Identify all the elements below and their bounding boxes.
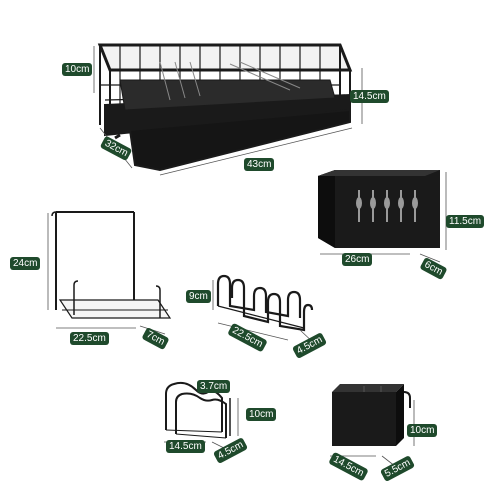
- main-rack-height-label: 10cm: [62, 63, 93, 76]
- lid-holder-width-label: 14.5cm: [166, 440, 205, 453]
- main-rack-total-height-label: 14.5cm: [350, 90, 389, 103]
- lid-holder-height-label: 10cm: [246, 408, 277, 421]
- cutlery-holder: [318, 170, 440, 248]
- cutlery-holder-height-label: 11.5cm: [446, 215, 485, 228]
- plate-rack: [216, 274, 314, 332]
- plate-rack-height-label: 9cm: [186, 290, 211, 303]
- cutting-board-rack: [51, 211, 172, 319]
- cutlery-holder-width-label: 26cm: [342, 253, 373, 266]
- board-rack-height-label: 24cm: [10, 257, 41, 270]
- cup-holder-height-label: 10cm: [407, 424, 438, 437]
- main-dish-rack: [97, 43, 353, 172]
- cup-holder: [332, 384, 411, 446]
- board-rack-width-label: 22.5cm: [70, 332, 109, 345]
- lid-holder-top-label: 3.7cm: [197, 380, 231, 393]
- main-rack-width-label: 43cm: [244, 158, 275, 171]
